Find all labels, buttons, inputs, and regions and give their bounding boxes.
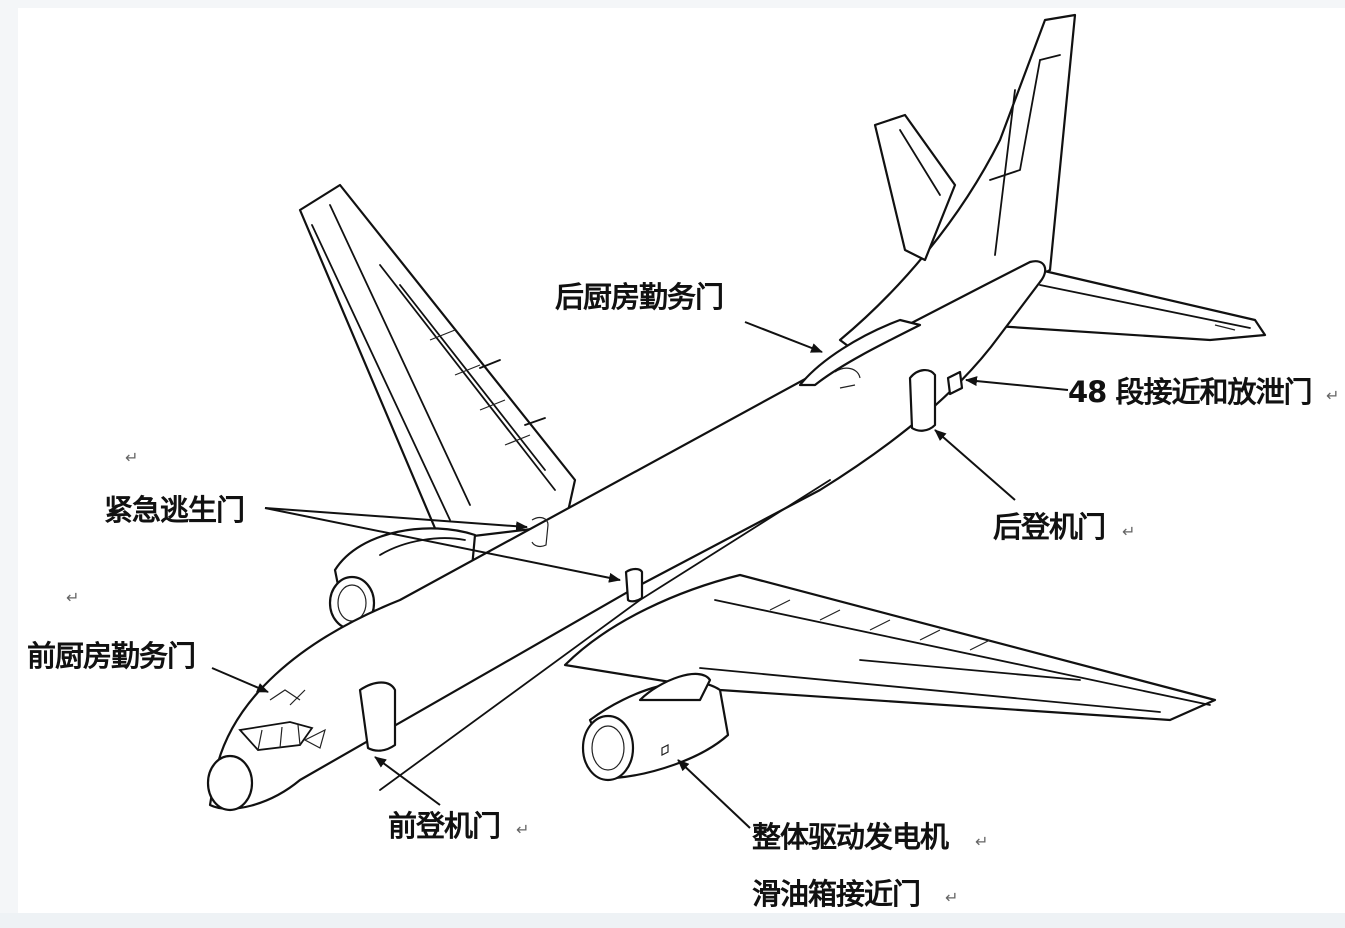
return-mark: ↵ [945, 888, 959, 907]
left-wing [298, 183, 577, 542]
right-engine [581, 672, 730, 782]
right-wing [563, 573, 1217, 722]
leader-lines [211, 321, 1069, 829]
fuselage [206, 260, 1047, 812]
label-fwd-galley-door: 前厨房勤务门 [27, 639, 196, 673]
bottom-border [0, 913, 1345, 928]
fwd-entry-door-shape [358, 681, 397, 752]
label-fwd-entry-door: 前登机门 [388, 809, 501, 843]
label-aft-entry-door: 后登机门 [993, 510, 1106, 544]
return-mark: ↵ [66, 588, 80, 607]
return-mark: ↵ [975, 832, 989, 851]
label-emergency-exit: 紧急逃生门 [104, 493, 245, 527]
left-horizontal-stabilizer [873, 113, 957, 262]
return-mark: ↵ [1326, 386, 1340, 405]
label-idg-line1: 整体驱动发电机 [752, 820, 949, 854]
dorsal-fin [798, 318, 922, 387]
label-aft-galley-door: 后厨房勤务门 [555, 280, 724, 314]
return-mark: ↵ [1122, 522, 1136, 541]
return-mark: ↵ [516, 820, 530, 839]
label-idg-line2: 滑油箱接近门 [752, 877, 921, 911]
label-section48-door: 48 段接近和放泄门 [1068, 375, 1312, 409]
return-mark: ↵ [125, 448, 139, 467]
